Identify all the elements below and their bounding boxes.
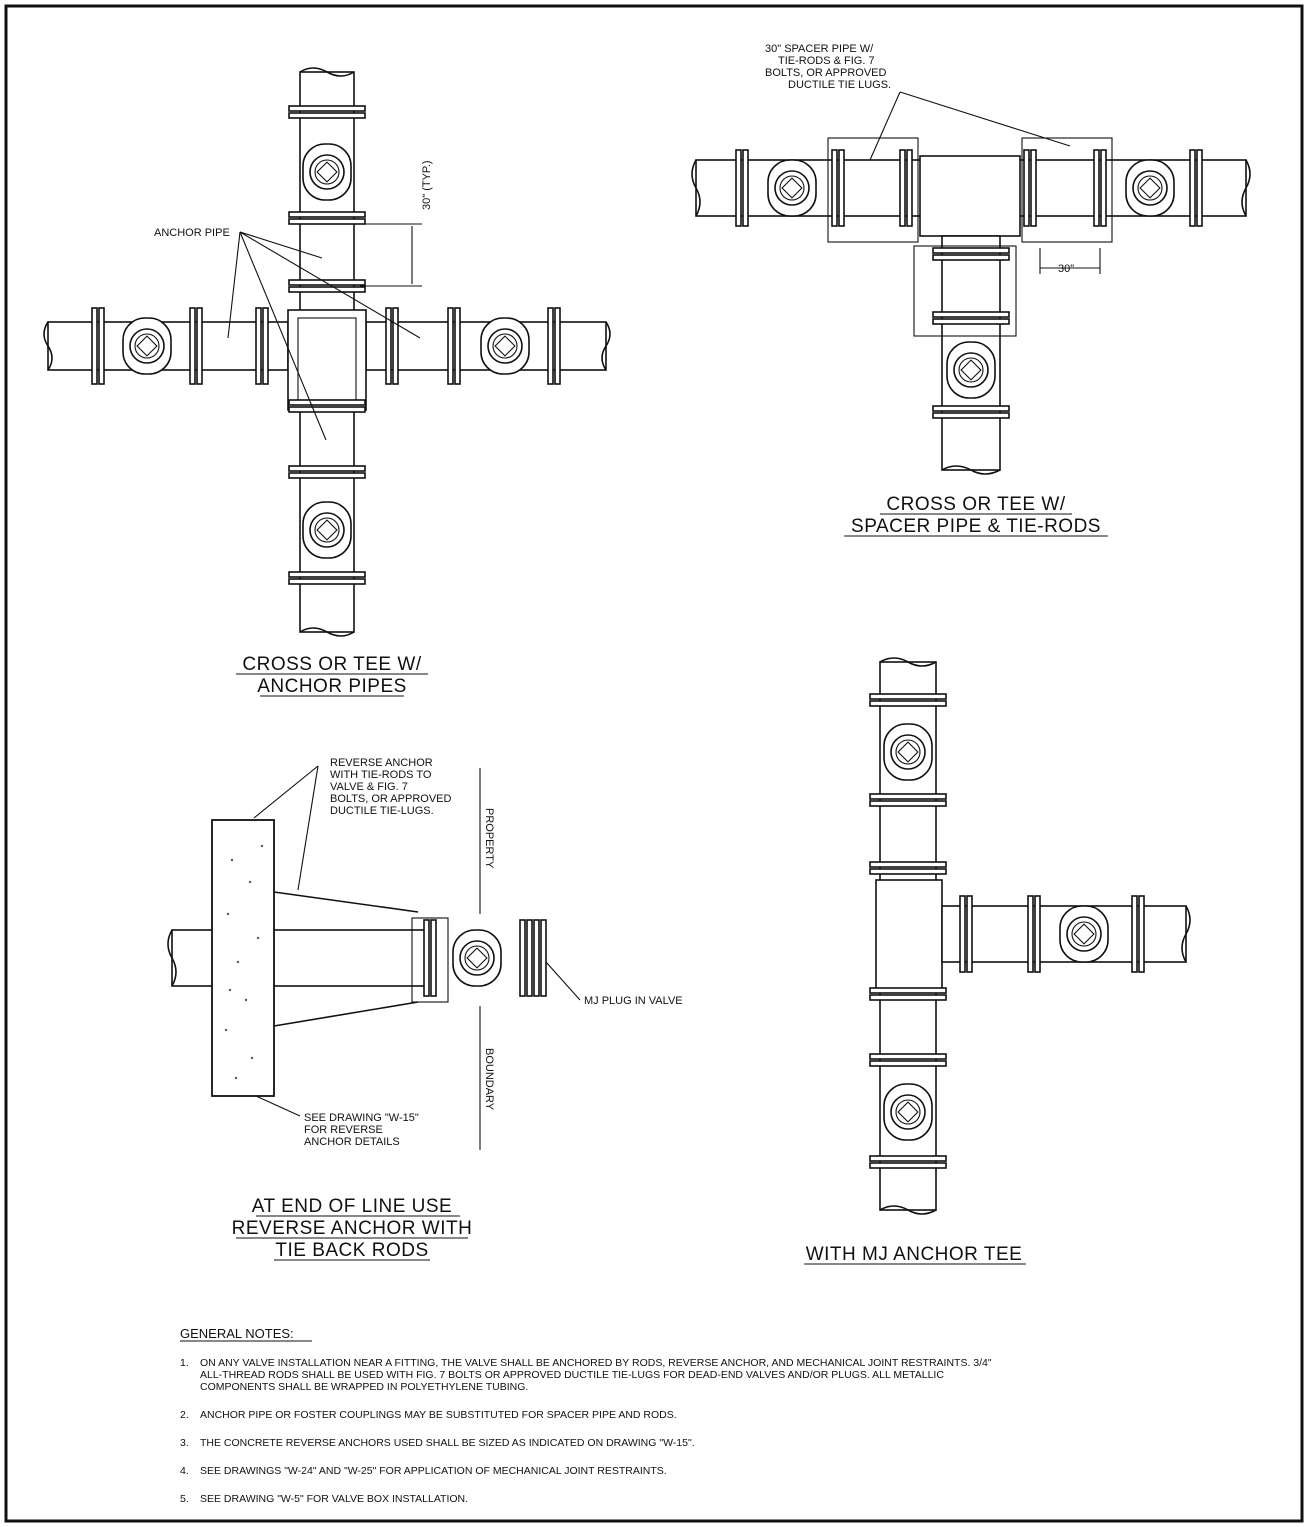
view-anchor-pipes: ANCHOR PIPE 30" (TYP.) CROSS OR TEE W/ A… [43,67,611,697]
general-notes: GENERAL NOTES: 1. ON ANY VALVE INSTALLAT… [180,1326,992,1505]
note-1-line-3: COMPONENTS SHALL BE WRAPPED IN POLYETHYL… [200,1381,528,1393]
notes-heading: GENERAL NOTES: [180,1326,294,1341]
view-spacer-pipe: 30" 30" SPACER PIPE W/ TIE-RODS & FIG. 7… [691,43,1251,537]
see-drawing-callout-2: FOR REVERSE [304,1124,383,1136]
note-5-line-1: SEE DRAWING "W-5" FOR VALVE BOX INSTALLA… [200,1493,468,1505]
reverse-anchor-callout-4: BOLTS, OR APPROVED [330,793,451,805]
note-4-line-1: SEE DRAWINGS "W-24" AND "W-25" FOR APPLI… [200,1465,667,1477]
note-5-number: 5. [180,1493,189,1505]
reverse-anchor-callout-2: WITH TIE-RODS TO [330,769,432,781]
note-2-number: 2. [180,1409,189,1421]
view-title-end-1: AT END OF LINE USE [252,1196,452,1217]
label-property: PROPERTY [483,808,495,869]
note-1-number: 1. [180,1357,189,1369]
sheet-border [4,4,1304,1523]
view-title-end-3: TIE BACK RODS [275,1240,428,1261]
label-mj-plug: MJ PLUG IN VALVE [584,995,683,1007]
view-title-end-2: REVERSE ANCHOR WITH [232,1218,473,1239]
note-3-line-1: THE CONCRETE REVERSE ANCHORS USED SHALL … [200,1437,695,1449]
reverse-anchor-callout-3: VALVE & FIG. 7 [330,781,408,793]
view-title-mj-tee: WITH MJ ANCHOR TEE [806,1244,1023,1265]
see-drawing-callout-3: ANCHOR DETAILS [304,1136,400,1148]
view-title-anchor-pipes-2: ANCHOR PIPES [257,676,407,697]
spacer-callout-3: BOLTS, OR APPROVED [765,67,886,79]
view-end-of-line: REVERSE ANCHOR WITH TIE-RODS TO VALVE & … [167,757,683,1261]
note-1-line-1: ON ANY VALVE INSTALLATION NEAR A FITTING… [200,1357,992,1369]
see-drawing-callout-1: SEE DRAWING "W-15" [304,1112,419,1124]
spacer-callout-2: TIE-RODS & FIG. 7 [778,55,875,67]
note-3-number: 3. [180,1437,189,1449]
note-4-number: 4. [180,1465,189,1477]
concrete-reverse-anchor [211,819,275,1097]
view-title-spacer-2: SPACER PIPE & TIE-RODS [851,516,1101,537]
note-1-line-2: ALL-THREAD RODS SHALL BE USED WITH FIG. … [200,1369,944,1381]
label-anchor-pipe: ANCHOR PIPE [154,227,230,239]
label-boundary: BOUNDARY [483,1048,495,1111]
label-spacer-dim: 30" [1058,263,1074,275]
view-mj-anchor-tee: WITH MJ ANCHOR TEE [804,657,1191,1265]
spacer-callout-1: 30" SPACER PIPE W/ [765,43,874,55]
note-2-line-1: ANCHOR PIPE OR FOSTER COUPLINGS MAY BE S… [200,1409,677,1421]
label-dimension-typ: 30" (TYP.) [421,160,433,210]
spacer-callout-4: DUCTILE TIE LUGS. [788,79,891,91]
reverse-anchor-callout-1: REVERSE ANCHOR [330,757,433,769]
view-title-spacer-1: CROSS OR TEE W/ [886,494,1065,515]
view-title-anchor-pipes-1: CROSS OR TEE W/ [242,654,421,675]
reverse-anchor-callout-5: DUCTILE TIE-LUGS. [330,805,434,817]
